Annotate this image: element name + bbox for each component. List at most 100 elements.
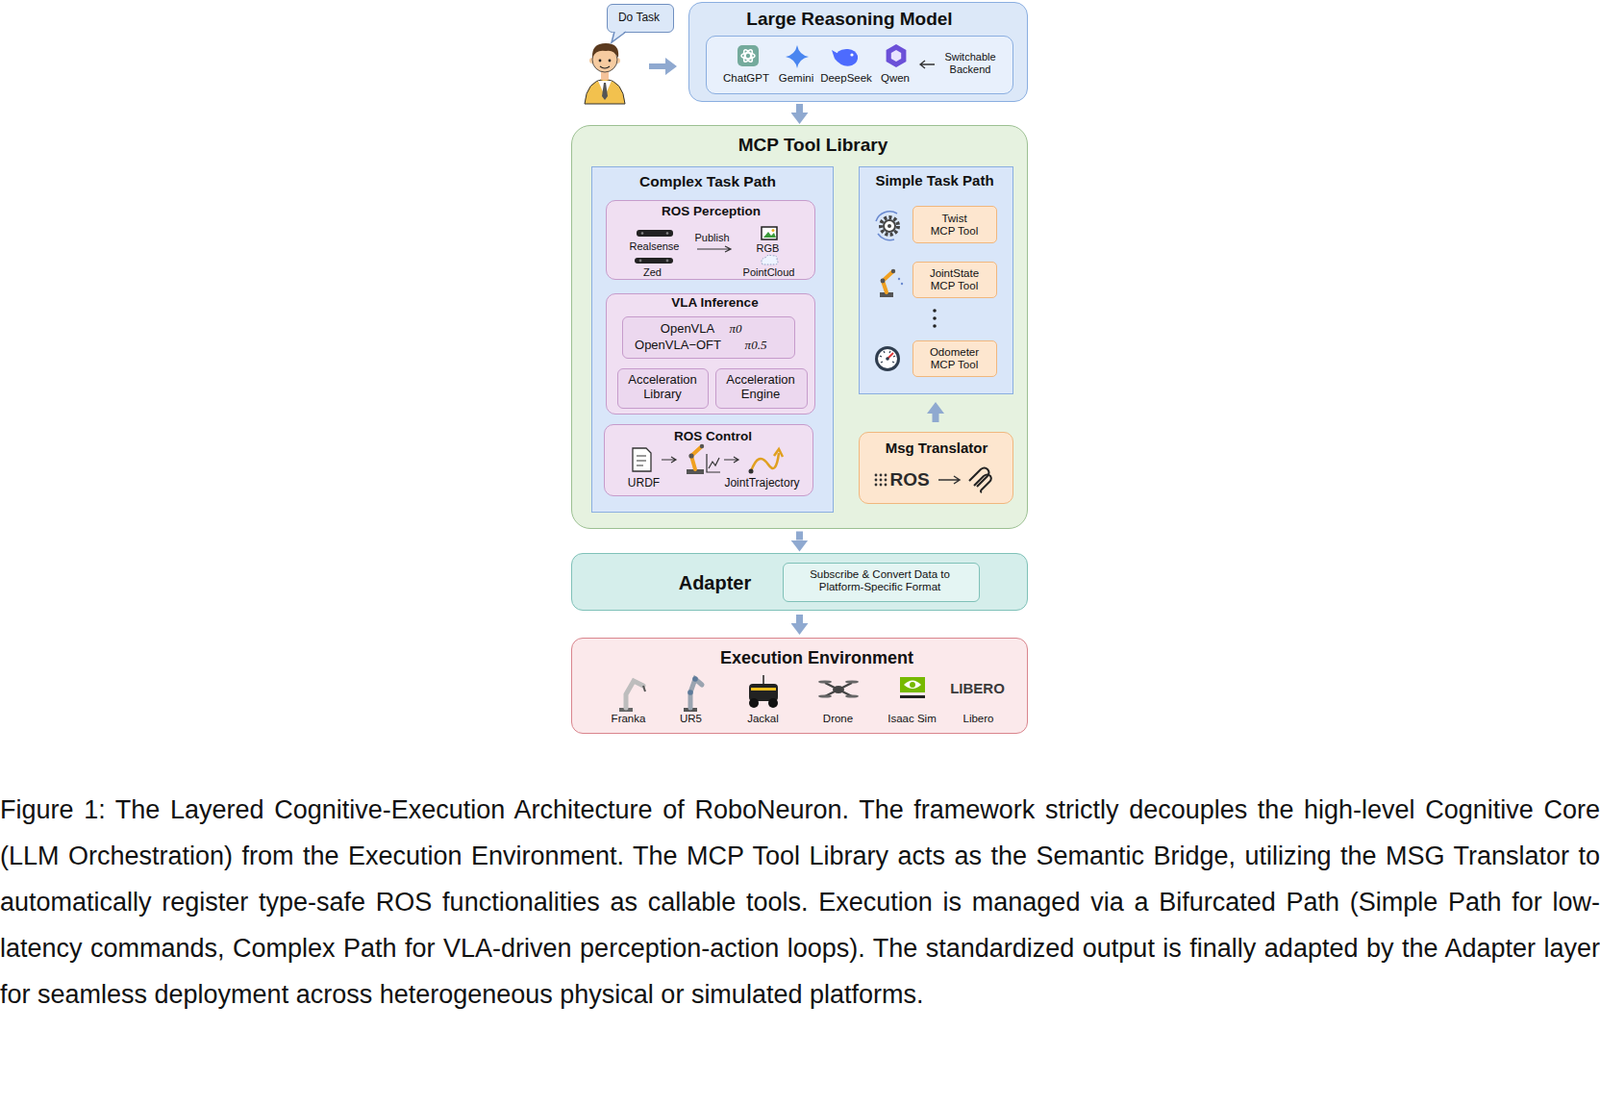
ur5-robot [683, 675, 702, 712]
module-box: Subscribe & Convert Data to Platform-Spe… [571, 552, 1028, 611]
trajectory-icon [750, 452, 779, 472]
urdf-document [632, 448, 651, 472]
nvidia-logo [900, 676, 925, 699]
user-figure [600, 69, 609, 80]
urdf-document [632, 448, 651, 472]
logo-label: ChatGPT [723, 72, 770, 85]
translate-arrow [938, 475, 960, 484]
robot-arm-icon [686, 444, 721, 475]
publish-arrow [697, 246, 731, 252]
ros-logo-dots [884, 474, 888, 477]
box-label: Acceleration Library [619, 373, 706, 402]
note-text: Switchable Backend [939, 50, 1001, 75]
joint-state-icon [898, 277, 900, 280]
user-figure [592, 43, 619, 58]
icon-label: Zed [643, 265, 662, 278]
franka-robot [619, 707, 633, 712]
logo-text: LIBERO [950, 679, 1005, 697]
box-title: Msg Translator [885, 439, 989, 456]
robot-arm-icon [700, 444, 704, 449]
drone [825, 682, 852, 697]
jackal-robot [749, 675, 778, 708]
joint-state-icon [882, 271, 894, 293]
pointcloud-icon [761, 254, 778, 265]
robot-arm-icon [688, 452, 694, 458]
twist-icon [880, 217, 899, 235]
flow-arrow [661, 456, 676, 463]
franka-robot [625, 680, 644, 708]
odometer-icon [875, 346, 900, 372]
logo-label: Qwen [880, 72, 910, 85]
icon-label: PointCloud [743, 265, 796, 278]
note-text: Subscribe & Convert Data to Platform-Spe… [786, 568, 975, 594]
joint-state-icon [879, 292, 894, 298]
trajectory-icon [774, 449, 783, 457]
tool-box: JointState MCP Tool [912, 261, 998, 299]
ros-logo-dots [875, 474, 888, 487]
rgb-icon [761, 226, 777, 240]
model-name: π0 [728, 322, 742, 337]
path-panel: ROS PerceptionRealsensePublishRGBZedPoin… [591, 166, 834, 513]
franka-robot [643, 685, 646, 692]
rgb-icon [763, 231, 776, 238]
joint-state-icon [891, 269, 896, 274]
twist-icon [875, 211, 899, 241]
flow-connector [796, 531, 803, 541]
box-title: MCP Tool Library [738, 134, 889, 156]
pointcloud-icon [761, 254, 778, 265]
speech-bubble: Do Task [606, 3, 675, 33]
mcp-logo [974, 475, 992, 494]
user-figure [584, 78, 625, 104]
logo-label: DeepSeek [820, 72, 873, 85]
chatgpt-logo [741, 52, 755, 59]
realsense-camera [636, 229, 674, 237]
chatgpt-logo [737, 45, 759, 67]
realsense-camera [666, 231, 670, 235]
platform-label: Jackal [747, 712, 779, 725]
platform-label: UR5 [679, 712, 702, 725]
stage-box: ROS ControlURDFJointTrajectory [603, 424, 814, 497]
drone [845, 679, 859, 683]
realsense-camera [636, 229, 674, 237]
platform-label: Franka [611, 712, 647, 725]
bubble-tail [611, 29, 627, 43]
user-figure [608, 59, 612, 63]
jackal-robot [750, 687, 776, 691]
tool-box: Odometer MCP Tool [912, 340, 998, 377]
icon-label: Realsense [629, 239, 680, 252]
user-figure [592, 47, 618, 73]
platform-label: Isaac Sim [887, 712, 937, 725]
joint-state-icon [900, 282, 903, 285]
nvidia-logo [900, 676, 925, 693]
publish-arrow [697, 246, 731, 252]
flow-arrow [661, 456, 676, 463]
box-label: Acceleration Engine [717, 373, 804, 402]
box-label: JointState MCP Tool [928, 266, 981, 292]
arrow-label: Publish [694, 230, 729, 244]
chatgpt-logo [742, 48, 754, 63]
nvidia-logo [909, 681, 916, 688]
robot-arm-icon [706, 453, 721, 473]
user-figure [589, 57, 596, 64]
deepseek-logo [831, 49, 858, 67]
odometer-icon [885, 356, 890, 361]
path-panel: Twist MCP ToolJointState MCP ToolOdomete… [858, 166, 1014, 395]
ros-logo-dots [875, 474, 878, 477]
platform-label: Libero [963, 712, 995, 725]
jackal-robot [762, 675, 765, 684]
rgb-icon [761, 226, 777, 240]
ur5-robot [687, 689, 694, 696]
jackal-robot [768, 698, 778, 708]
box-label: Twist MCP Tool [928, 211, 981, 237]
ur5-robot [692, 675, 699, 682]
bubble-tail [611, 29, 627, 43]
ellipsis-dots [932, 308, 937, 328]
gemini-logo [785, 45, 809, 69]
odometer-icon [877, 349, 898, 369]
zed-camera [639, 259, 643, 263]
ur5-robot [683, 707, 698, 712]
component-box: Acceleration Library [617, 368, 709, 409]
box-title: ROS Control [674, 428, 752, 445]
twist-icon [875, 211, 898, 222]
chatgpt-logo [742, 48, 754, 63]
